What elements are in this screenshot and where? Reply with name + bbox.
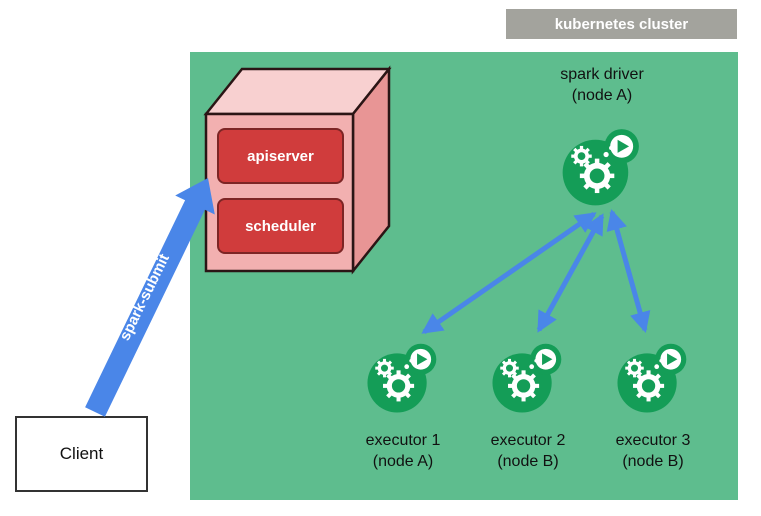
spark-pod-icon (366, 340, 440, 414)
spark-driver-icon (561, 125, 643, 207)
executor-1-node: (node A) (372, 453, 434, 470)
spark-pod-icon (491, 340, 565, 414)
spark-driver-node: (node A) (571, 87, 633, 104)
spark-driver-title: spark driver (560, 66, 644, 83)
spark-driver-label: spark driver (node A) (512, 64, 692, 106)
executor-1-icon (366, 340, 440, 414)
executor-3-label: executor 3 (node B) (573, 430, 733, 472)
scheduler-box: scheduler (217, 198, 344, 254)
executor-2-icon (491, 340, 565, 414)
apiserver-box: apiserver (217, 128, 344, 184)
executor-3-title: executor 3 (615, 432, 691, 449)
client-box: Client (15, 416, 148, 492)
executor-3-node: (node B) (622, 453, 684, 470)
client-label: Client (59, 444, 104, 463)
kubernetes-cluster-badge: kubernetes cluster (506, 9, 737, 39)
spark-submit-label: spark-submit (116, 251, 173, 344)
executor-1-label: executor 1 (node A) (323, 430, 483, 472)
executor-3-icon (616, 340, 690, 414)
executor-2-title: executor 2 (490, 432, 566, 449)
executor-1-title: executor 1 (365, 432, 441, 449)
executor-2-label: executor 2 (node B) (448, 430, 608, 472)
spark-pod-icon (616, 340, 690, 414)
spark-pod-icon (561, 125, 643, 207)
executor-2-node: (node B) (497, 453, 559, 470)
